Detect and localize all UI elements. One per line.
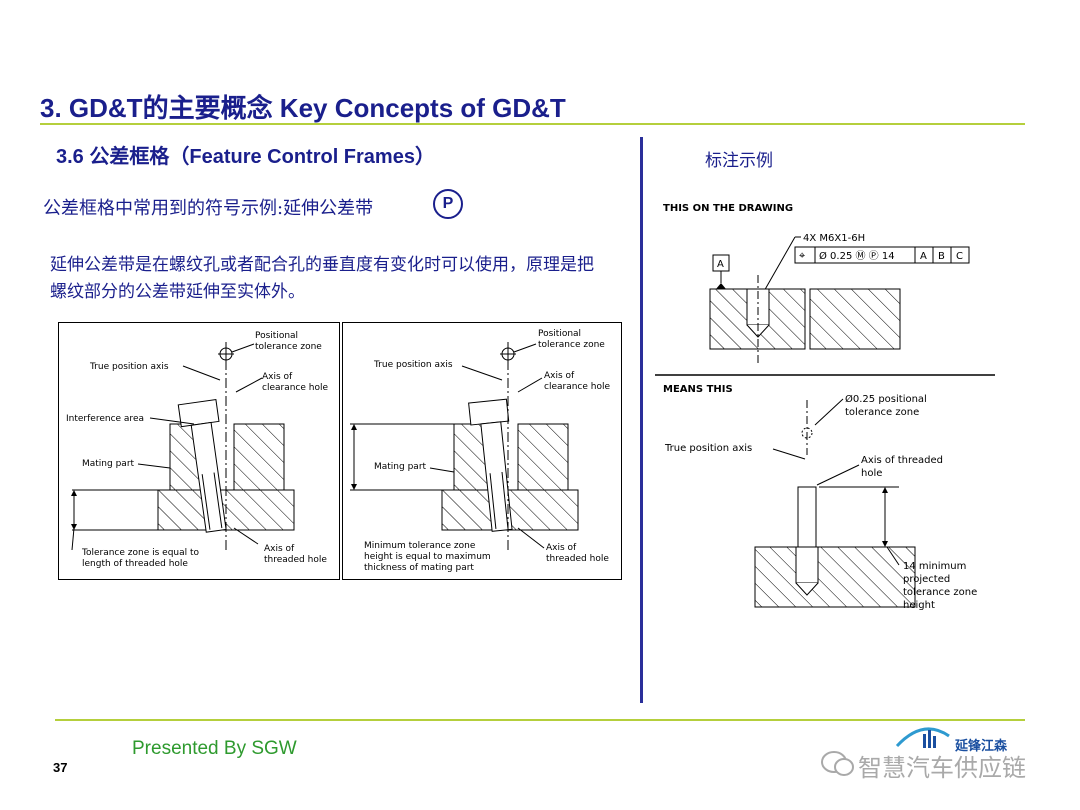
svg-text:clearance hole: clearance hole [262,383,328,393]
bolt-shank [190,421,227,533]
svg-text:A: A [717,259,724,270]
example-label: 标注示例 [705,151,773,171]
presented-by: Presented By SGW [132,738,297,759]
label-means-this: MEANS THIS [663,384,733,395]
projected-tolerance-symbol-icon: P [433,189,463,219]
label-interference-area: Interference area [66,414,144,424]
label-axis-threaded: Axis of [546,543,577,553]
svg-text:height is equal to maximum: height is equal to maximum [364,552,491,562]
drawing-part-right [809,288,901,350]
page-number: 37 [53,760,68,775]
svg-text:hole: hole [861,468,882,479]
label-axis-clearance: Axis of [544,371,575,381]
svg-text:length of threaded hole: length of threaded hole [82,559,188,569]
label-axis-clearance: Axis of [262,372,293,382]
label-projected-note: 14 minimum [903,561,966,572]
column-divider [640,137,643,703]
feature-control-frame: ⌖ Ø 0.25 Ⓜ Ⓟ 14 A B C [794,246,970,264]
svg-text:tolerance zone: tolerance zone [255,342,322,352]
label-positional-zone: Ø0.25 positional [845,393,927,405]
watermark-text: 智慧汽车供应链 [858,754,1026,782]
footer-rule [55,719,1025,721]
figure-interference-diagram: Positional tolerance zone True position … [58,322,340,580]
figure-projected-zone-diagram: Positional tolerance zone True position … [342,322,622,580]
svg-text:tolerance zone: tolerance zone [845,407,919,418]
label-axis-threaded: Axis of [264,544,295,554]
bolt-shank [480,421,513,532]
svg-text:tolerance zone: tolerance zone [538,340,605,350]
slide-title: 3. GD&T的主要概念 Key Concepts of GD&T [40,93,566,123]
means-threaded-hole [795,546,819,584]
title-underline [40,123,1025,125]
label-positional-zone: Positional [538,329,581,339]
frame-datum-b: B [938,251,945,262]
svg-text:thickness of mating part: thickness of mating part [364,563,474,573]
projected-zone [797,486,817,548]
bolt-head [468,398,510,426]
svg-text:tolerance zone: tolerance zone [903,587,977,598]
svg-text:threaded hole: threaded hole [264,555,327,565]
frame-datum-c: C [956,251,963,262]
label-true-position-axis: True position axis [89,362,169,372]
svg-text:threaded hole: threaded hole [546,554,609,564]
label-tolerance-note: Tolerance zone is equal to [81,548,200,558]
company-logo-text: 延锋江森 [955,739,1008,754]
section-subtitle: 3.6 公差框格（Feature Control Frames） [56,146,435,168]
position-symbol-icon: ⌖ [799,249,805,262]
svg-text:height: height [903,600,935,611]
label-callout: 4X M6X1-6H [803,233,865,244]
label-mating-part: Mating part [374,462,427,472]
frame-tolerance-cell: Ø 0.25 Ⓜ Ⓟ 14 [819,250,895,262]
figure-drawing-example: THIS ON THE DRAWING 4X M6X1-6H ⌖ Ø 0.25 … [655,203,995,611]
label-this-on-drawing: THIS ON THE DRAWING [663,203,793,214]
label-axis-threaded: Axis of threaded [861,455,943,466]
mating-part-right-block [517,423,569,491]
means-part [754,546,916,608]
description-paragraph: 延伸公差带是在螺纹孔或者配合孔的垂直度有变化时可以使用，原理是把螺纹部分的公差带… [50,255,594,302]
wechat-icon [821,751,854,776]
svg-text:projected: projected [903,574,950,585]
frame-datum-a: A [920,251,927,262]
label-true-position-axis: True position axis [373,360,453,370]
label-min-note: Minimum tolerance zone [364,541,476,551]
label-positional-zone: Positional [255,331,298,341]
label-true-position-axis: True position axis [664,443,752,454]
svg-text:clearance hole: clearance hole [544,382,610,392]
label-mating-part: Mating part [82,459,135,469]
mating-part-right-block [233,423,285,491]
company-logo-icon [895,727,950,748]
symbol-intro-text: 公差框格中常用到的符号示例:延伸公差带 [43,198,374,219]
